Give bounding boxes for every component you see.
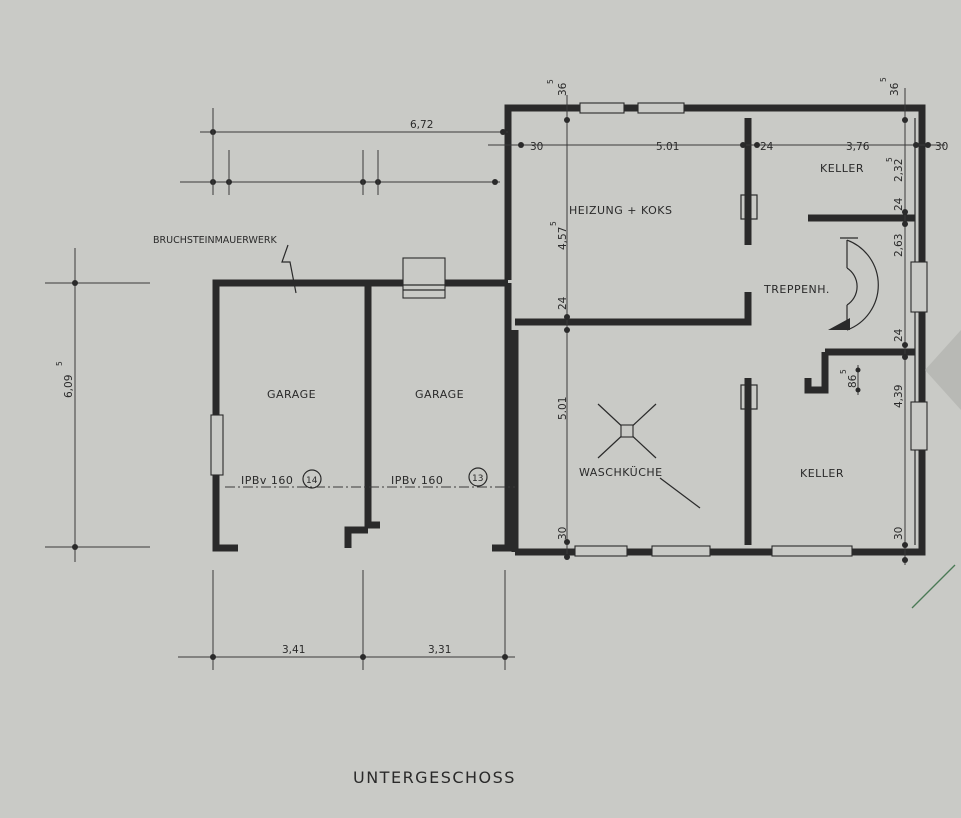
dim-garage-height: 6,09 xyxy=(63,375,75,398)
dim-top-wall-right: 36 xyxy=(889,82,901,96)
beam-tag-right: 13 xyxy=(472,474,483,484)
stair-symbol xyxy=(828,237,879,331)
dim-garage-left-width: 3,41 xyxy=(282,644,305,656)
room-label-garage-left: GARAGE xyxy=(267,388,316,401)
dim-heizung-width: 5.01 xyxy=(656,141,679,153)
dim-heizung-height: 4,57 xyxy=(557,227,569,250)
dim-keller-bottom-height: 4,39 xyxy=(893,385,905,408)
beam-tag-left: 14 xyxy=(306,476,318,486)
dim-wasch-height: 5.01 xyxy=(557,397,569,420)
room-labels: HEIZUNG + KOKS KELLER TREPPENH. WASCHKÜC… xyxy=(267,162,864,480)
dim-heizung-height-sup: 5 xyxy=(549,221,558,226)
dim-top-wall-right-sup: 5 xyxy=(879,77,888,82)
dim-garage-height-sup: 5 xyxy=(55,361,64,366)
dim-left-wall: 30 xyxy=(530,141,543,153)
dim-top-wall-left: 36 xyxy=(557,82,569,96)
dimension-labels: 6,72 30 5.01 24 3,76 30 36 5 36 5 6,09 5… xyxy=(55,77,948,656)
beam-label-right: IPBv 160 xyxy=(391,474,443,487)
dim-inner-wall-1: 24 xyxy=(760,141,774,153)
dimension-lines xyxy=(45,88,945,670)
dim-step-depth-sup: 5 xyxy=(839,369,848,374)
dim-wall-mid-left: 24 xyxy=(557,296,569,310)
dim-keller-top-height-sup: 5 xyxy=(885,157,894,162)
edge-marker xyxy=(925,330,961,410)
drawing-title: UNTERGESCHOSS xyxy=(353,768,516,787)
room-label-garage-right: GARAGE xyxy=(415,388,464,401)
dim-top-total: 6,72 xyxy=(410,119,433,131)
room-label-treppenhaus: TREPPENH. xyxy=(763,283,830,296)
dim-wall-right-1: 24 xyxy=(893,197,905,211)
floor-drain-symbol xyxy=(597,403,701,509)
room-label-keller-top: KELLER xyxy=(820,162,864,175)
room-label-heizung: HEIZUNG + KOKS xyxy=(569,204,672,217)
masonry-label: BRUCHSTEINMAUERWERK xyxy=(153,235,277,246)
room-label-keller-bottom: KELLER xyxy=(800,467,844,480)
room-label-waschkueche: WASCHKÜCHE xyxy=(579,466,663,479)
dim-top-wall-left-sup: 5 xyxy=(546,79,555,84)
pencil-mark xyxy=(911,564,956,609)
dim-garage-right-width: 3,31 xyxy=(428,644,451,656)
dim-keller-width: 3,76 xyxy=(846,141,870,153)
dim-wall-right-2: 24 xyxy=(893,328,905,342)
dim-bottom-wall-left: 30 xyxy=(557,527,569,540)
beam-label-left: IPBv 160 xyxy=(241,474,293,487)
dim-step-depth: 86 xyxy=(847,374,859,388)
dim-bottom-wall-right: 30 xyxy=(893,527,905,540)
annotations: BRUCHSTEINMAUERWERK IPBv 160 14 IPBv 160… xyxy=(153,235,488,489)
dim-trep-height: 2,63 xyxy=(893,234,905,257)
dim-right-wall: 30 xyxy=(935,141,948,153)
dim-keller-top-height: 2,32 xyxy=(893,159,905,182)
windows xyxy=(210,102,928,557)
